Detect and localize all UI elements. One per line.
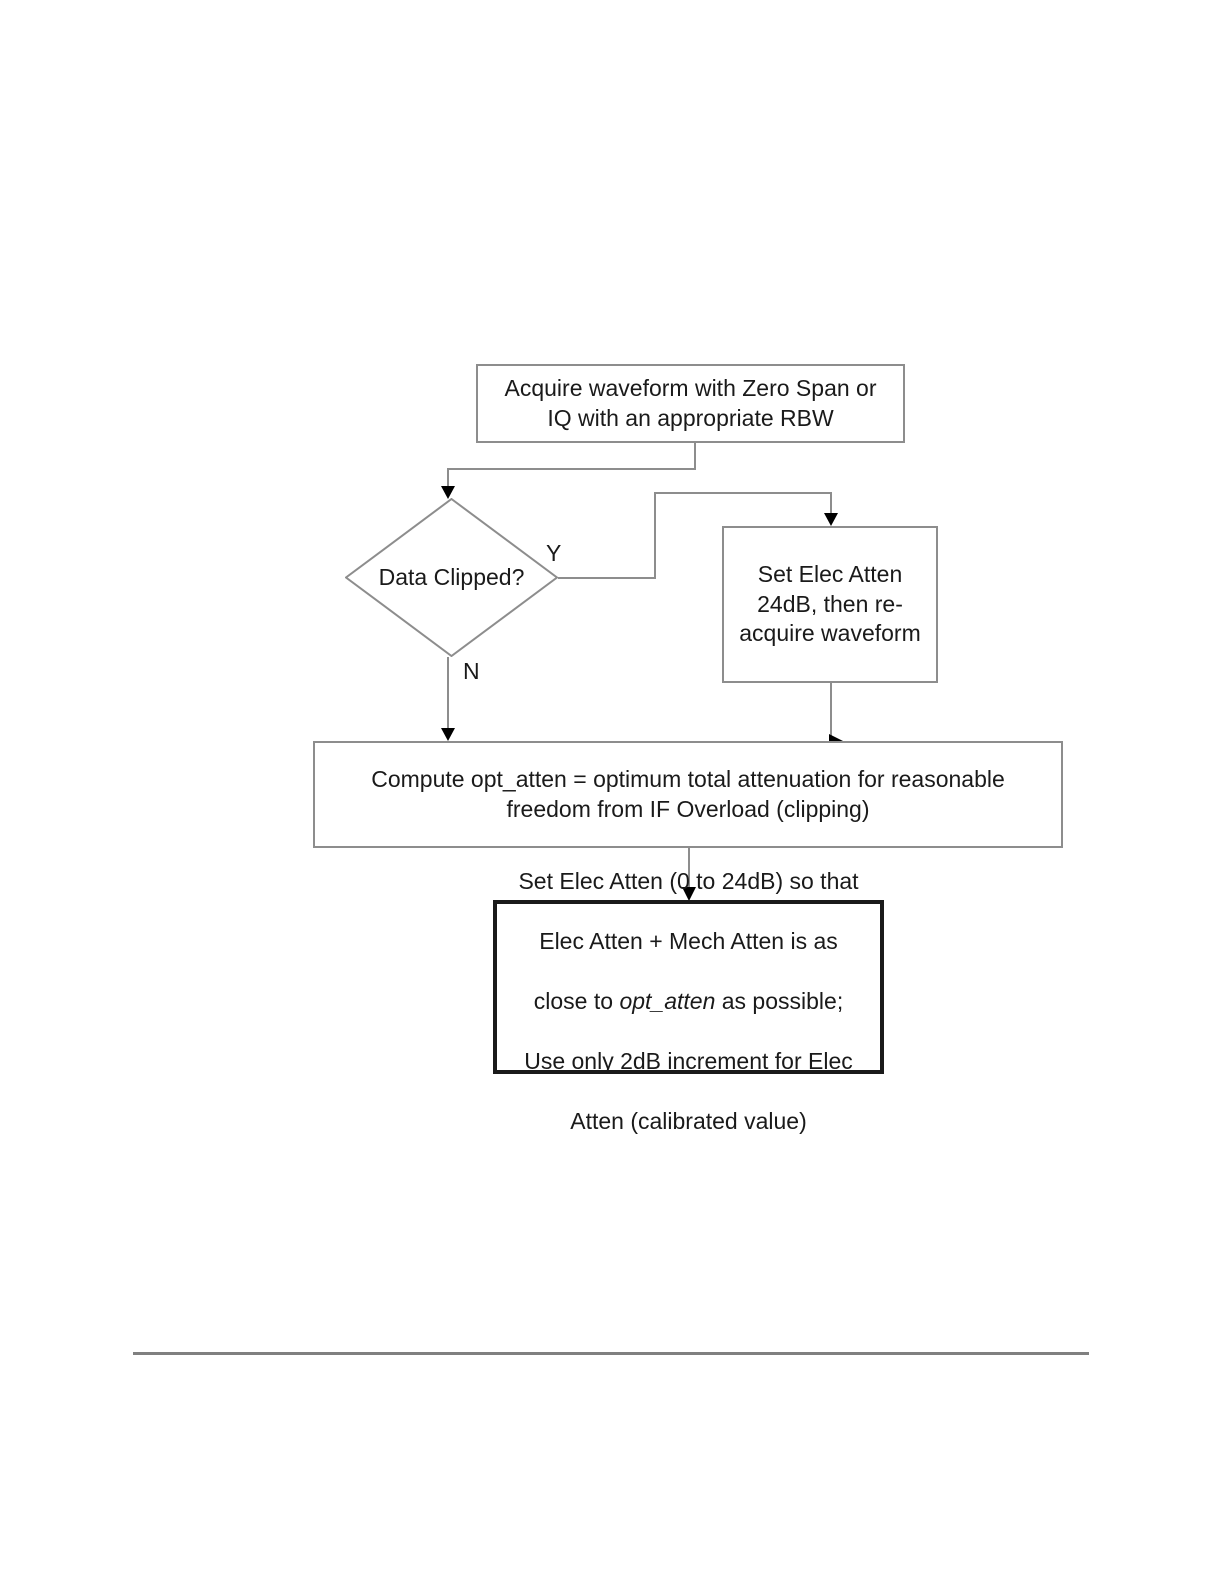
node-acquire-waveform-label: Acquire waveform with Zero Span or IQ wi… [504,374,877,431]
final-line-3a: close to [533,988,620,1014]
connector-set24-to-compute [829,683,843,748]
connector-decision-no-to-compute [441,657,455,741]
connector-acquire-to-decision [441,443,696,499]
connector-decision-yes-to-set24 [558,492,838,579]
edge-label-no: N [463,658,480,684]
edge-label-yes: Y [546,540,562,566]
final-line-5: Atten (calibrated value) [570,1107,807,1134]
final-line-3b: as possible; [715,988,844,1014]
connector-compute-to-final [682,848,696,901]
node-set-elec-atten-24db[interactable]: Set Elec Atten 24dB, then re- acquire wa… [722,526,938,683]
footer-divider-rule [133,1352,1089,1355]
node-compute-opt-atten-label: Compute opt_atten = optimum total attenu… [371,765,1005,822]
node-data-clipped-decision[interactable]: Data Clipped? [345,498,558,657]
node-set-elec-atten-final-label: Set Elec Atten (0 to 24dB) so that Elec … [497,838,880,1137]
node-set-elec-atten-final[interactable]: Set Elec Atten (0 to 24dB) so that Elec … [493,868,884,1134]
final-line-2: Elec Atten + Mech Atten is as [539,928,838,955]
node-set-elec-atten-24db-label: Set Elec Atten 24dB, then re- acquire wa… [739,560,921,647]
final-line-4: Use only 2dB increment for Elec [524,1047,853,1074]
final-opt-atten-emphasis: opt_atten [619,988,716,1014]
final-line-1: Set Elec Atten (0 to 24dB) so that [518,868,859,895]
node-acquire-waveform[interactable]: Acquire waveform with Zero Span or IQ wi… [476,364,905,443]
decision-diamond-shape [345,498,558,657]
node-compute-opt-atten[interactable]: Compute opt_atten = optimum total attenu… [313,741,1063,848]
